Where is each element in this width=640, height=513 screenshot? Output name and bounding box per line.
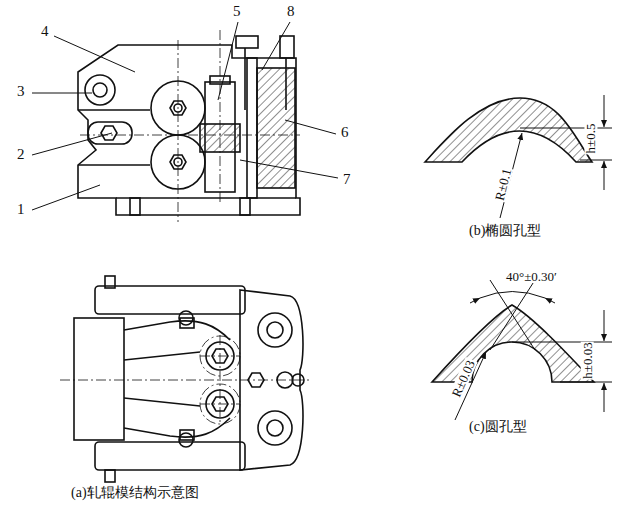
dimension-label: h±0.03 xyxy=(580,341,593,379)
dimension-label: R±0.1 xyxy=(493,166,514,202)
callout-number: 7 xyxy=(342,172,352,187)
callout-number: 1 xyxy=(16,202,26,217)
dimension-label: 40°±0.30′ xyxy=(505,270,558,283)
dimension-label: h±0.5 xyxy=(584,123,597,155)
figure-caption: (a)轧辊模结构示意图 xyxy=(70,486,200,500)
figure-caption: (b)椭圆孔型 xyxy=(468,224,542,238)
callout-number: 5 xyxy=(232,4,242,19)
callout-number: 4 xyxy=(40,24,50,39)
callout-number: 3 xyxy=(16,84,26,99)
callout-number: 2 xyxy=(16,147,26,162)
callout-number: 6 xyxy=(340,125,350,140)
callout-number: 8 xyxy=(286,4,296,19)
figure-caption: (c)圆孔型 xyxy=(468,420,528,434)
